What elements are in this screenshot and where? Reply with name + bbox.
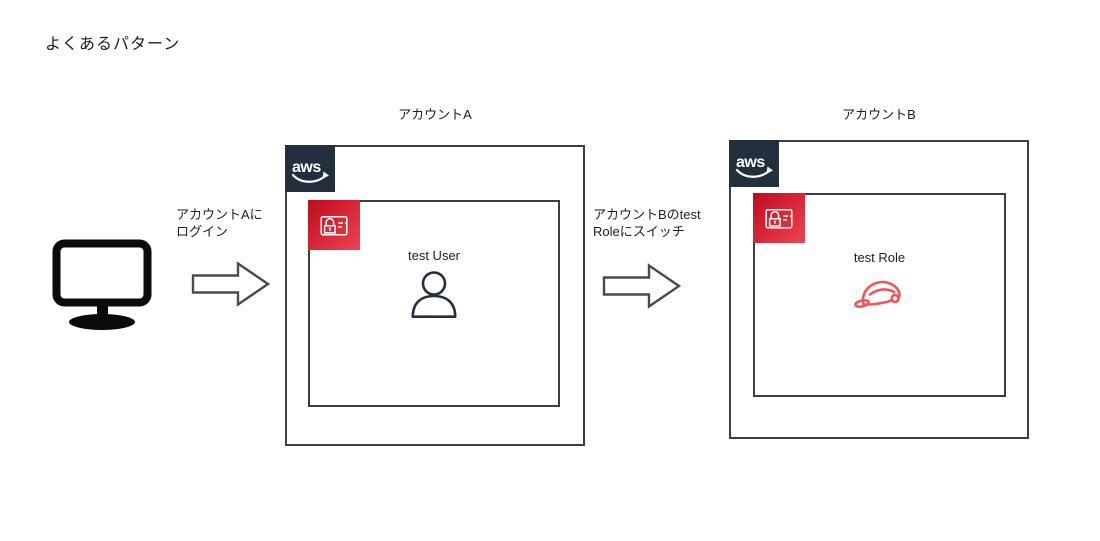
account-b-label: アカウントB [842, 107, 916, 122]
iam-service-icon [308, 200, 360, 250]
diagram-title: よくあるパターン [45, 36, 181, 53]
role-name-label: test Role [853, 250, 906, 265]
account-b-box: aws test Role [729, 140, 1029, 439]
aws-logo-text: aws [292, 159, 321, 176]
account-a-label: アカウントA [398, 107, 472, 122]
aws-logo-icon: aws [729, 140, 779, 187]
iam-service-icon [753, 193, 805, 243]
iam-user-icon [410, 271, 458, 319]
user-name-label: test User [407, 248, 460, 263]
iam-entity-panel-b: test Role [753, 193, 1006, 397]
iam-entity-panel-a: test User [308, 200, 560, 407]
flow-label-login: アカウントAに ログイン [176, 207, 263, 239]
right-arrow-icon [191, 261, 271, 307]
right-arrow-icon [602, 263, 682, 309]
aws-logo-icon: aws [285, 145, 335, 192]
desktop-monitor-icon [52, 239, 152, 331]
flow-label-switch-role: アカウントBのtest Roleにスイッチ [593, 207, 701, 239]
aws-logo-text: aws [736, 154, 765, 171]
account-a-box: aws test User [285, 145, 585, 446]
iam-role-hat-icon [853, 279, 906, 309]
